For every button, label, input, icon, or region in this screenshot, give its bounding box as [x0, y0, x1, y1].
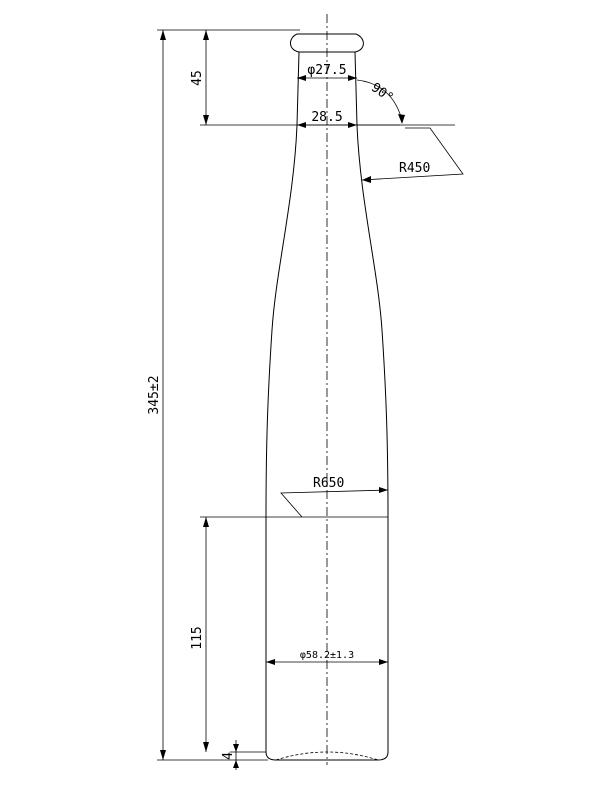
neck-diameter-label: 28.5	[311, 110, 342, 125]
lip-diameter-label: φ27.5	[307, 63, 346, 78]
neck-height-label: 45	[190, 70, 205, 86]
total-height-label: 345±2	[147, 375, 162, 414]
shoulder-radius-dimension: R450	[361, 127, 464, 183]
body-radius-label: R650	[313, 476, 344, 491]
base-height-label: 4	[221, 752, 236, 760]
body-diameter-label: φ58.2±1.3	[300, 650, 354, 661]
shoulder-radius-label: R450	[399, 161, 430, 176]
body-height-dimension: 115	[190, 516, 266, 752]
bottle-lip	[290, 33, 364, 53]
neck-diameter-dimension: 28.5	[297, 110, 455, 128]
neck-height-dimension: 45	[190, 30, 400, 126]
body-diameter-dimension: φ58.2±1.3	[266, 650, 388, 665]
base-height-dimension: 4	[221, 740, 266, 770]
bottle-left-profile	[265, 51, 300, 761]
lip-diameter-dimension: φ27.5	[297, 63, 357, 81]
body-height-label: 115	[190, 626, 205, 649]
angle-dimension: 90°	[356, 79, 405, 124]
body-radius-dimension: R650	[280, 476, 389, 518]
bottle-right-profile	[354, 51, 389, 761]
total-height-dimension: 345±2	[147, 29, 300, 761]
